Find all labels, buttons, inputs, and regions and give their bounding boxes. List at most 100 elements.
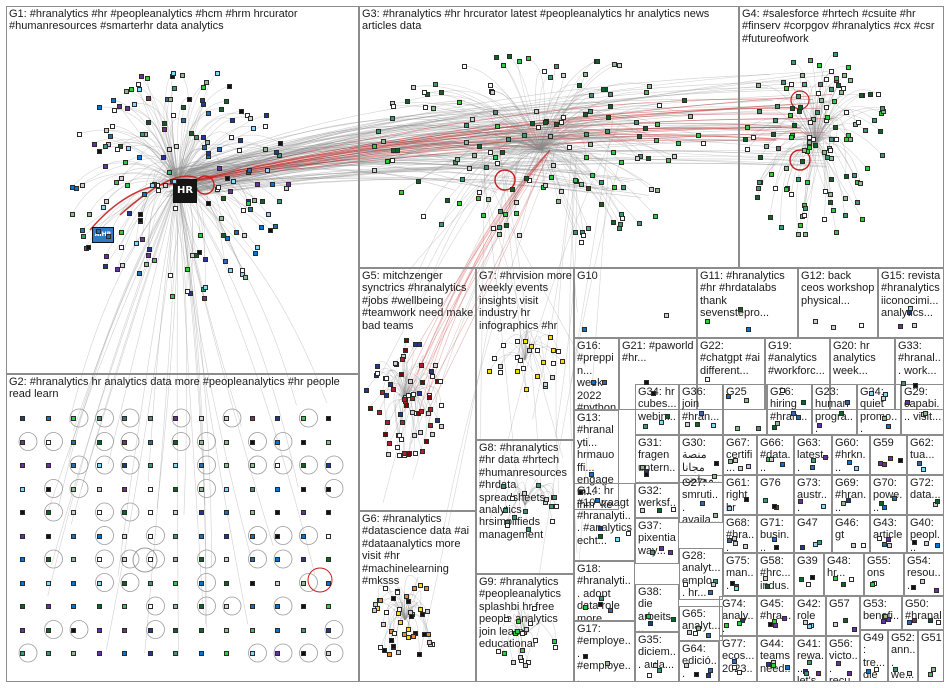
- self-loop: [494, 169, 516, 191]
- graph-node: [520, 630, 526, 636]
- graph-node: [224, 416, 229, 421]
- edge: [441, 90, 541, 151]
- group-label-g57: G57: [829, 598, 850, 610]
- graph-node: [262, 146, 268, 152]
- graph-node: [743, 137, 749, 143]
- edge: [179, 108, 807, 192]
- graph-node: [108, 134, 114, 140]
- graph-node: [219, 215, 225, 221]
- self-loop: [171, 432, 191, 451]
- graph-node: [112, 108, 118, 114]
- graph-node: [122, 651, 127, 656]
- edge: [76, 163, 179, 188]
- group-label-g10: G10: [577, 270, 598, 282]
- graph-node: [407, 379, 413, 385]
- graph-node: [838, 89, 844, 95]
- graph-node: [833, 125, 839, 131]
- edge: [404, 380, 408, 402]
- graph-node: [96, 149, 102, 155]
- group-g47: G47: [794, 515, 832, 553]
- graph-node: [790, 411, 796, 417]
- edge: [524, 491, 556, 506]
- edge: [539, 143, 577, 182]
- graph-node: [423, 586, 429, 592]
- graph-node: [845, 400, 851, 406]
- graph-node: [551, 348, 557, 354]
- graph-node: [598, 202, 604, 208]
- graph-node: [124, 105, 130, 111]
- edge: [516, 614, 527, 636]
- graph-node: [96, 557, 102, 562]
- group-label-g74: G74: analy...: [722, 598, 754, 635]
- graph-node: [778, 224, 784, 230]
- graph-node: [372, 143, 378, 149]
- graph-node: [80, 234, 86, 240]
- edge: [440, 117, 571, 542]
- graph-node: [813, 142, 819, 148]
- edge: [151, 160, 179, 185]
- graph-node: [118, 143, 124, 149]
- edge: [524, 486, 546, 506]
- graph-node: [173, 416, 178, 421]
- edge: [177, 169, 251, 210]
- group-g45: G45: #hra...: [757, 596, 794, 636]
- graph-node: [525, 527, 531, 533]
- graph-node: [861, 542, 867, 548]
- graph-node: [166, 146, 172, 152]
- group-label-g56: G56: victo... recu...: [829, 638, 858, 682]
- graph-node: [736, 620, 742, 626]
- graph-node: [171, 179, 177, 185]
- graph-node: [425, 631, 431, 637]
- graph-node: [171, 85, 177, 91]
- graph-node: [526, 56, 532, 62]
- graph-node: [224, 486, 229, 492]
- edge: [172, 148, 602, 192]
- graph-node: [643, 423, 649, 429]
- graph-node: [847, 78, 853, 84]
- edge: [192, 150, 825, 179]
- graph-node: [363, 387, 369, 393]
- group-g39: G39: [794, 553, 824, 596]
- edge: [177, 110, 242, 185]
- graph-node: [251, 125, 257, 131]
- graph-node: [96, 416, 102, 421]
- self-loop: [197, 479, 216, 498]
- edge: [539, 93, 592, 151]
- graph-node: [300, 557, 306, 562]
- graph-node: [696, 132, 702, 138]
- group-label-g20: G20: hr analytics week...: [833, 340, 876, 377]
- graph-node: [101, 204, 107, 210]
- graph-node: [20, 510, 25, 515]
- edge: [176, 178, 642, 198]
- graph-node: [20, 604, 25, 609]
- group-label-g54: G54: resou...: [907, 555, 941, 592]
- graph-node: [406, 598, 412, 604]
- edge: [539, 129, 587, 157]
- group-label-g29: G29: capabi... visit...: [904, 386, 942, 423]
- graph-node: [833, 76, 839, 82]
- graph-node: [125, 183, 131, 189]
- graph-node: [658, 419, 664, 425]
- edge: [181, 71, 801, 187]
- graph-node: [727, 506, 733, 512]
- graph-node: [400, 420, 406, 426]
- edge: [810, 141, 830, 203]
- edge: [528, 57, 545, 151]
- graph-node: [275, 510, 280, 515]
- edge: [457, 141, 541, 160]
- edge: [376, 596, 406, 621]
- edge: [398, 376, 410, 401]
- graph-node: [686, 630, 692, 636]
- edge: [506, 497, 526, 523]
- graph-node: [433, 362, 439, 368]
- graph-node: [653, 213, 659, 219]
- self-loop: [171, 408, 191, 428]
- group-g48: G48: hr...: [824, 553, 864, 596]
- graph-node: [233, 229, 239, 235]
- edge: [141, 183, 179, 239]
- graph-node: [149, 182, 155, 188]
- graph-node: [225, 175, 231, 181]
- graph-node: [825, 155, 831, 161]
- edge: [539, 124, 591, 151]
- graph-node: [818, 82, 824, 88]
